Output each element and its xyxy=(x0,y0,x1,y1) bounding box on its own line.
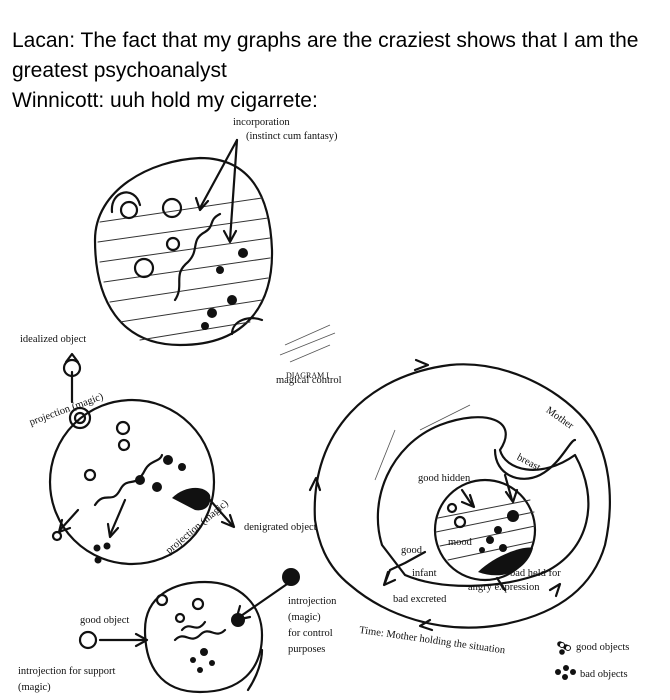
label-magic: (magic) xyxy=(288,612,321,623)
holding-loop-inner xyxy=(376,416,590,587)
label-good-object: good object xyxy=(80,615,130,626)
label-bad-held: bad held for xyxy=(510,568,561,579)
caption-line-1: Lacan: The fact that my graphs are the c… xyxy=(12,29,639,52)
label-bad-excreted: bad excreted xyxy=(393,594,447,605)
label-angry-expression: angry expression xyxy=(468,582,540,593)
label-denigrated-object: denigrated object xyxy=(244,522,317,533)
caption-line-2: greatest psychoanalyst xyxy=(12,59,227,82)
legend-good-objects: good objects xyxy=(576,642,630,653)
label-idealized-object: idealized object xyxy=(20,334,87,345)
label-incorporation: incorporation xyxy=(233,117,290,128)
label-good: good xyxy=(401,545,422,556)
legend-bad-objects: bad objects xyxy=(580,669,628,680)
label-introjection: introjection xyxy=(288,596,337,607)
caption-line-3: Winnicott: uuh hold my cigarrete: xyxy=(12,89,318,112)
incorporation-circle xyxy=(93,156,274,347)
holding-loop-outer xyxy=(313,363,611,629)
label-introjection-support: introjection for support xyxy=(18,666,116,677)
label-magical-control: magical control xyxy=(276,375,342,386)
label-purposes: purposes xyxy=(288,644,326,655)
introjection-circle xyxy=(143,580,264,694)
label-diagram-title: DIAGRAM I xyxy=(286,371,329,380)
label-instinct-cum-fantasy: (instinct cum fantasy) xyxy=(246,131,338,142)
label-good-hidden: good hidden xyxy=(418,473,471,484)
label-for-control: for control xyxy=(288,628,333,639)
label-mood: mood xyxy=(448,537,472,548)
label-magic-support: (magic) xyxy=(18,682,51,693)
projection-circle xyxy=(48,398,216,566)
infant-circle xyxy=(433,478,537,582)
label-infant: infant xyxy=(412,568,437,579)
meme-caption: Lacan: The fact that my graphs are the c… xyxy=(12,26,662,116)
